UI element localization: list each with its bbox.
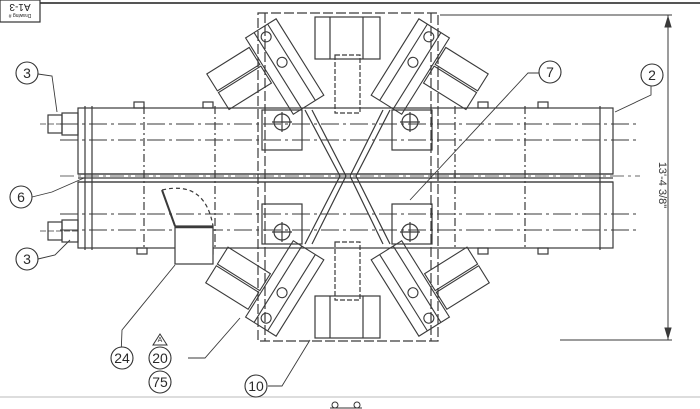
svg-text:6: 6 <box>17 189 25 205</box>
central-frame <box>257 12 439 342</box>
svg-text:10: 10 <box>248 378 264 394</box>
svg-text:3: 3 <box>23 251 31 267</box>
balloon-6: 6 <box>9 185 33 209</box>
svg-text:7: 7 <box>546 64 554 80</box>
leader-lines <box>31 72 652 387</box>
balloon-75: 75 <box>148 370 172 394</box>
main-housing <box>60 101 640 255</box>
svg-text:3: 3 <box>23 65 31 81</box>
balloon-2: 2 <box>640 63 664 87</box>
drawing-number: A1-3 <box>9 1 31 12</box>
svg-text:2: 2 <box>648 67 656 83</box>
dimension-line <box>440 14 672 341</box>
actuator-top-right <box>370 18 489 115</box>
revision-triangle: A <box>152 333 168 346</box>
balloon-7: 7 <box>538 60 562 84</box>
revision-mark: A <box>158 337 163 344</box>
overall-dimension: 13'-4 3/8" <box>656 162 668 208</box>
balloon-3-upper: 3 <box>15 61 39 85</box>
access-door <box>161 187 214 265</box>
title-block-label: Drawing # <box>9 12 32 18</box>
balloon-24: 24 <box>110 346 134 370</box>
title-block: Drawing # A1-3 <box>0 0 41 23</box>
nozzle-lower <box>40 219 80 243</box>
actuator-top-left <box>206 18 325 115</box>
svg-text:20: 20 <box>152 350 168 366</box>
balloon-10: 10 <box>244 374 268 398</box>
nozzle-upper <box>40 112 80 136</box>
drawing-border <box>0 2 700 398</box>
svg-text:24: 24 <box>114 350 130 366</box>
actuator-bottom-left <box>204 240 325 337</box>
svg-text:75: 75 <box>152 374 168 390</box>
balloon-20: 20 <box>148 346 172 370</box>
actuator-bottom-right <box>370 240 491 337</box>
bottom-marks <box>330 401 362 409</box>
balloon-3-lower: 3 <box>15 247 39 271</box>
